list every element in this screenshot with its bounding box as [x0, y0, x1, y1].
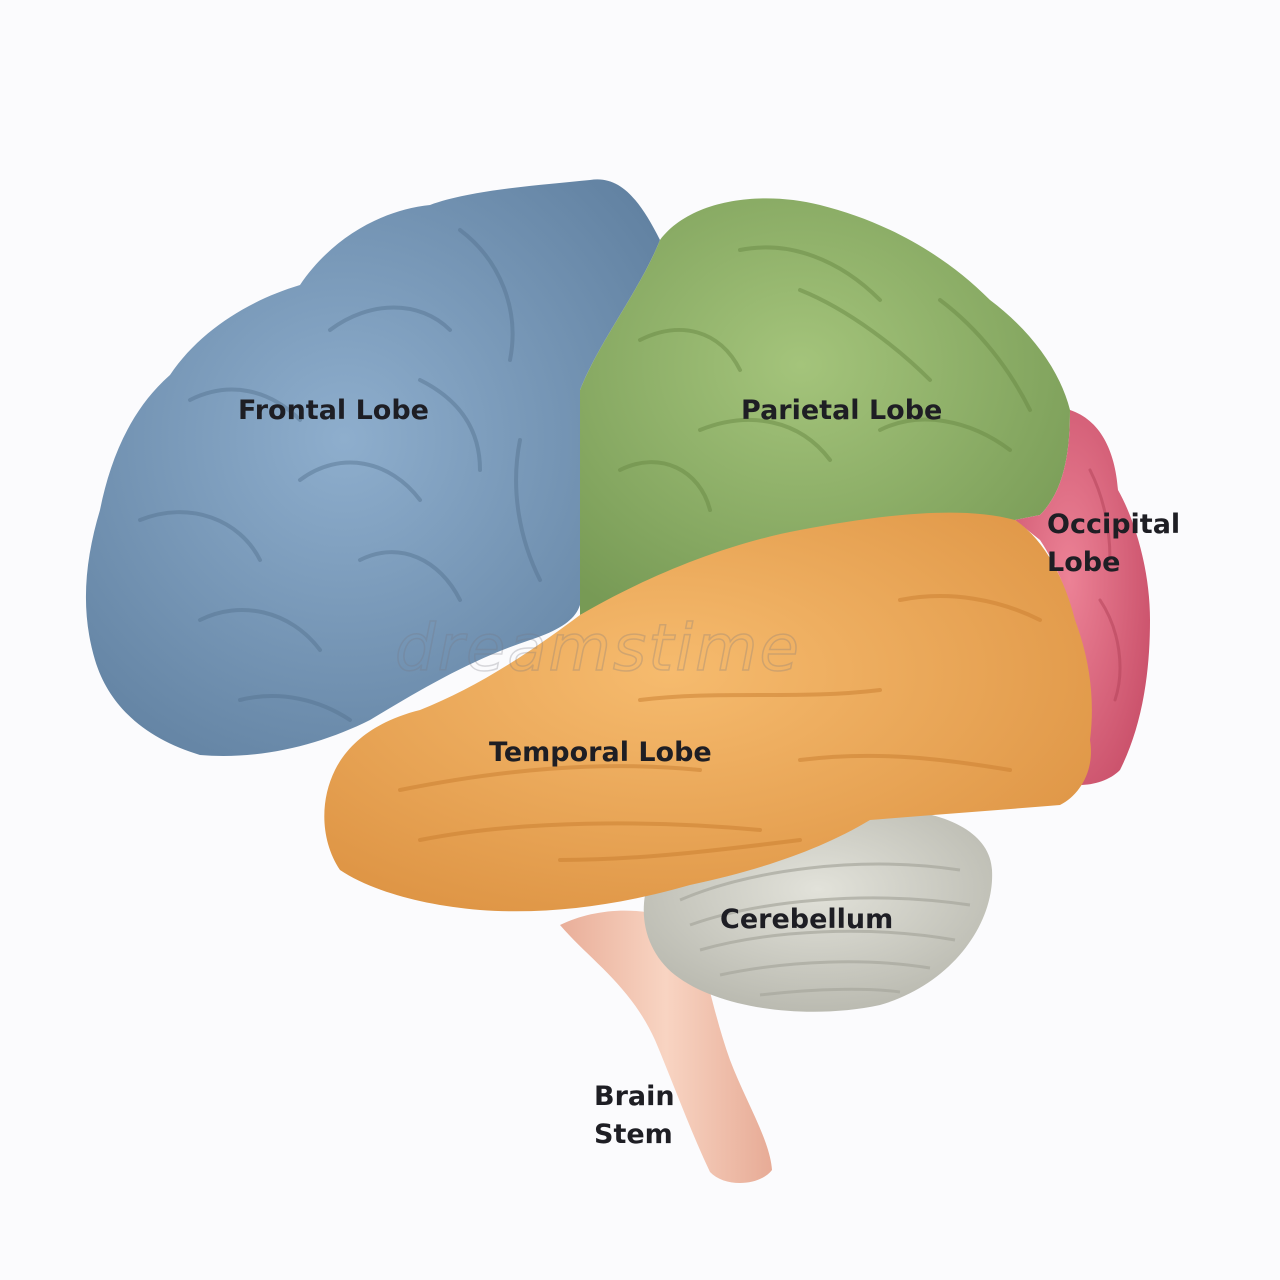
parietal-lobe-region	[580, 198, 1070, 615]
temporal-lobe-region	[324, 512, 1092, 912]
brainstem-label-line2: Stem	[594, 1119, 673, 1150]
cerebellum-label: Cerebellum	[720, 904, 894, 935]
watermark-text: dreamstime	[394, 611, 801, 687]
occipital-lobe-label-line2: Lobe	[1047, 547, 1121, 578]
parietal-lobe-label: Parietal Lobe	[741, 395, 943, 426]
brainstem-label-line1: Brain	[594, 1081, 675, 1112]
frontal-lobe-label: Frontal Lobe	[238, 395, 429, 426]
frontal-lobe-region	[85, 179, 661, 756]
brainstem-region	[560, 910, 772, 1184]
occipital-lobe-label-line1: Occipital	[1047, 509, 1181, 540]
temporal-lobe-label: Temporal Lobe	[489, 737, 712, 768]
